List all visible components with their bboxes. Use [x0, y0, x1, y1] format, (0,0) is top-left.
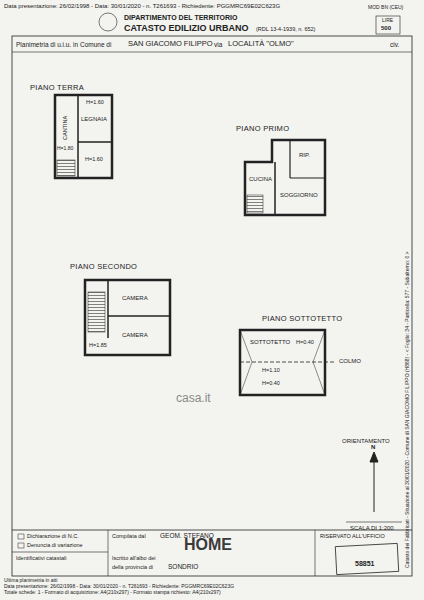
sheet-title: CATASTO EDILIZIO URBANO: [124, 24, 249, 34]
table-text: della provincia di: [112, 564, 153, 570]
table-text: Denuncia di variazione: [27, 542, 83, 548]
footer-line: Totale schede: 1 - Formato di acquisizio…: [4, 590, 221, 596]
table-text: Identificativi catastali: [16, 555, 66, 561]
room-height: H=0.40: [262, 380, 280, 386]
form-text: civ.: [390, 41, 399, 48]
form-code: MOD BN (CEU): [368, 5, 403, 11]
room-height: H=0.40: [296, 339, 314, 345]
room-height: H=1.60: [85, 156, 103, 162]
form-text: via: [214, 41, 222, 48]
room-name: CUCINA: [249, 176, 272, 183]
room-name: SOTTOTETTO: [250, 339, 290, 346]
floor-heading: PIANO SOTTOTETTO: [262, 314, 342, 323]
law-reference: (RDL 13-4-1939, n. 652): [256, 26, 315, 32]
address: LOCALITÀ "OLMO": [228, 40, 294, 48]
north-letter: N: [371, 444, 375, 451]
fee-label: LIRE: [382, 18, 393, 24]
scale-label: SCALA DI 1:200: [350, 525, 394, 532]
room-name: LEGNAIA: [81, 116, 107, 123]
logo-text: HOME: [184, 536, 232, 554]
footer-line: Data presentazione: 26/02/1998 - Data: 3…: [4, 584, 234, 590]
watermark: casa.it: [176, 392, 211, 405]
room-name: CAMERA: [122, 332, 148, 339]
table-text: Compilata dal: [112, 533, 146, 539]
room-name: CAMERA: [122, 295, 148, 302]
province-name: SONDRIO: [168, 563, 198, 570]
room-name: RIP.: [299, 152, 310, 159]
room-height: H=1.60: [86, 99, 104, 105]
floor-heading: PIANO SECONDO: [70, 262, 137, 271]
stamp-number: 58851: [355, 560, 374, 568]
floor-heading: PIANO PRIMO: [236, 124, 289, 133]
room-name: SOGGIORNO: [280, 192, 318, 199]
footer-line: Ultima planimetria in atti: [4, 578, 57, 584]
room-height: H=1.80: [57, 146, 73, 152]
room-height: H=1.85: [89, 342, 107, 348]
table-text: Dichiarazione di N.C.: [27, 533, 79, 539]
side-text: Catasto dei Fabbricati - Situazione al 3…: [405, 251, 411, 568]
municipality: SAN GIACOMO FILIPPO: [128, 40, 213, 48]
fee-value: 500: [381, 25, 391, 32]
floor-heading: PIANO TERRA: [30, 83, 84, 92]
north-label: ORIENTAMENTO: [342, 438, 390, 445]
table-text: RISERVATO ALL'UFFICIO: [320, 533, 385, 539]
header-line: Data presentazione: 26/02/1998 - Data: 3…: [4, 3, 280, 10]
form-text: Planimetria di u.i.u. in Comune di: [16, 41, 111, 48]
room-height: H=1.10: [262, 367, 280, 373]
room-name: CANTINA: [62, 116, 68, 140]
ridge-label: COLMO: [339, 358, 361, 365]
table-text: Iscritto all'albo dei: [112, 555, 156, 561]
office-name: DIPARTIMENTO DEL TERRITORIO: [124, 14, 237, 22]
